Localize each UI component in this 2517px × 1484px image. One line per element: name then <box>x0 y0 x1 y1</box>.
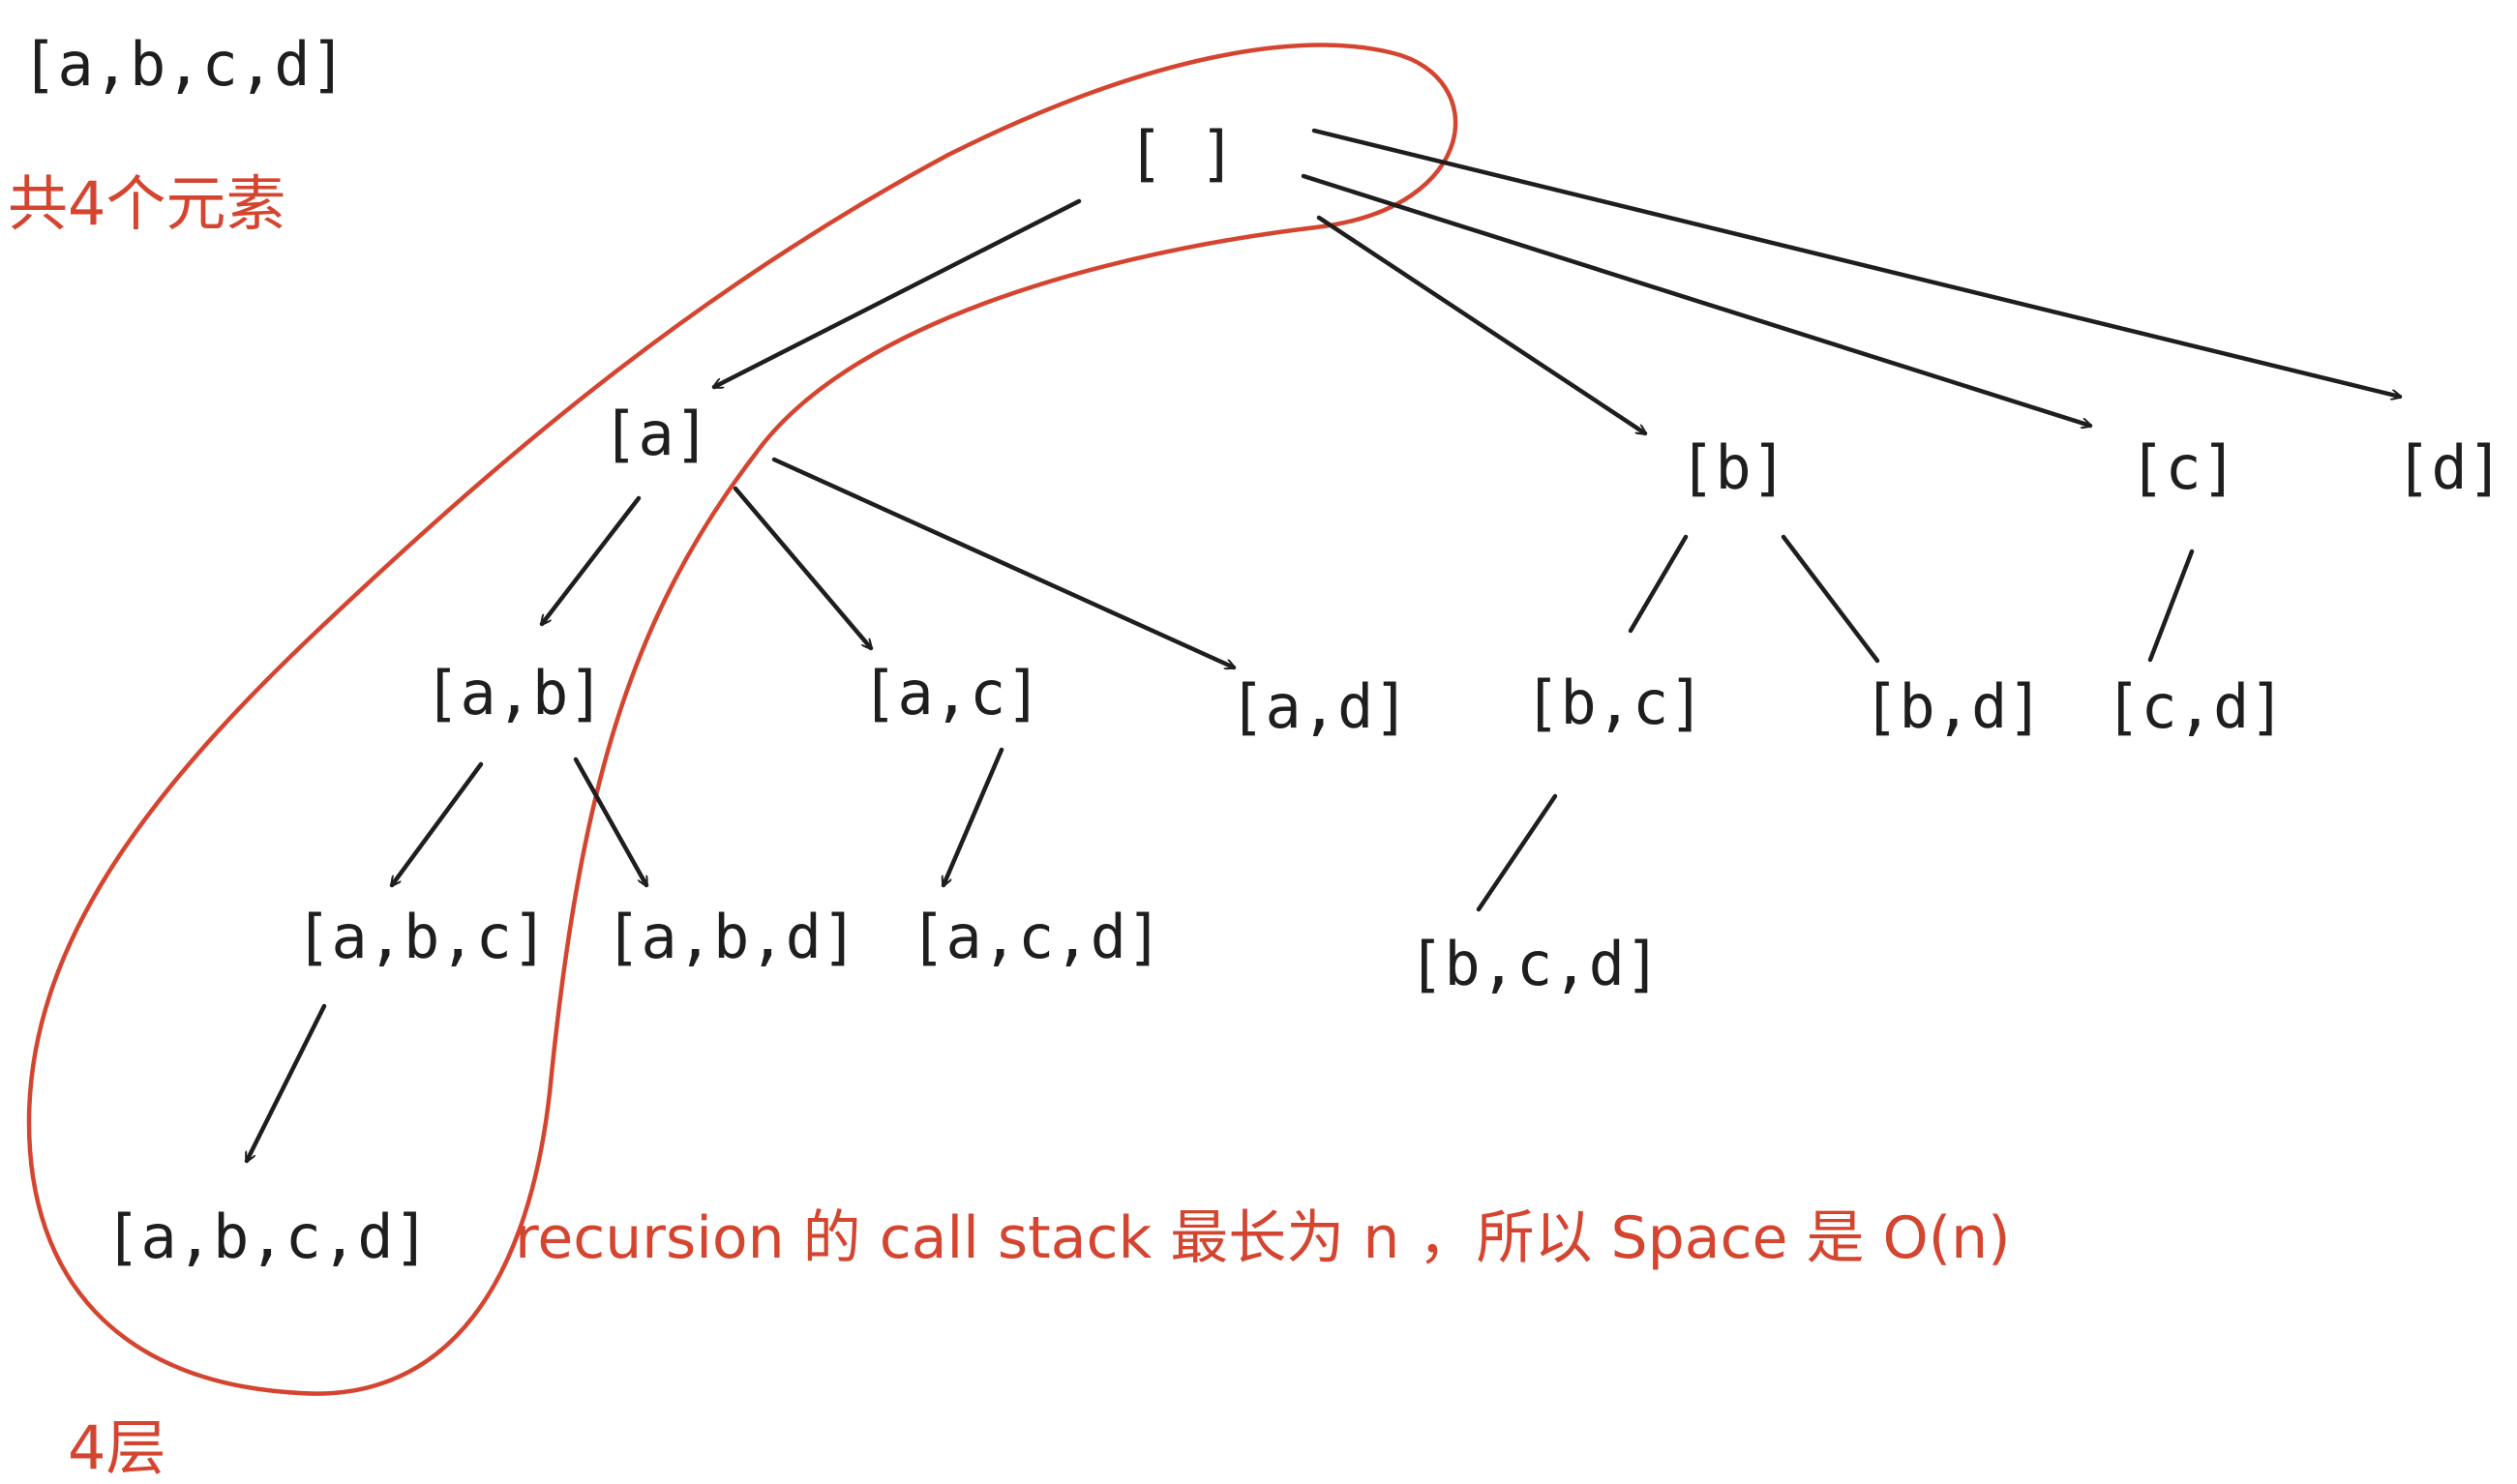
edge-8 <box>1781 534 1880 664</box>
edge-12 <box>944 747 1004 885</box>
space-complexity-note: recursion 的 call stack 最长为 n ，所以 Space 是… <box>515 1204 2011 1272</box>
node-a-c-d: [a,c,d] <box>910 902 1162 972</box>
edge-13 <box>1476 793 1558 912</box>
node-b-c-d: [b,c,d] <box>1408 929 1661 999</box>
edge-5 <box>733 486 871 648</box>
node-b: [b] <box>1679 432 1787 503</box>
node-a-b: [a,b] <box>424 658 605 728</box>
node-a-d: [a,d] <box>1229 671 1410 742</box>
node-b-c: [b,c] <box>1524 668 1705 738</box>
node-c: [c] <box>2129 432 2237 503</box>
node-a-b-c: [a,b,c] <box>295 902 548 972</box>
edge-11 <box>573 757 649 885</box>
edge-0 <box>714 198 1082 390</box>
edge-9 <box>2147 549 2195 663</box>
depth-note: 4层 <box>68 1412 165 1483</box>
edge-7 <box>1628 534 1689 634</box>
edge-3 <box>1311 128 2400 397</box>
edge-4 <box>542 495 642 624</box>
node-c-d: [c,d] <box>2105 671 2286 742</box>
node-a-c: [a,c] <box>861 658 1042 728</box>
edge-6 <box>771 457 1234 670</box>
node-a-b-d: [a,b,d] <box>605 902 857 972</box>
input-set-label: [a,b,c,d] <box>21 29 346 100</box>
tree-edges <box>244 128 2400 1161</box>
node-root: [ ] <box>1127 118 1236 189</box>
node-b-d: [b,d] <box>1863 671 2044 742</box>
edge-10 <box>392 761 484 885</box>
node-a-b-c-d: [a,b,c,d] <box>105 1202 430 1272</box>
element-count-note: 共4个元素 <box>8 168 285 239</box>
node-d: [d] <box>2395 432 2503 503</box>
edge-14 <box>244 1003 327 1161</box>
node-a: [a] <box>602 399 710 469</box>
edge-1 <box>1316 215 1645 433</box>
call-stack-path-highlight <box>26 43 1458 1396</box>
edge-2 <box>1301 173 2090 426</box>
